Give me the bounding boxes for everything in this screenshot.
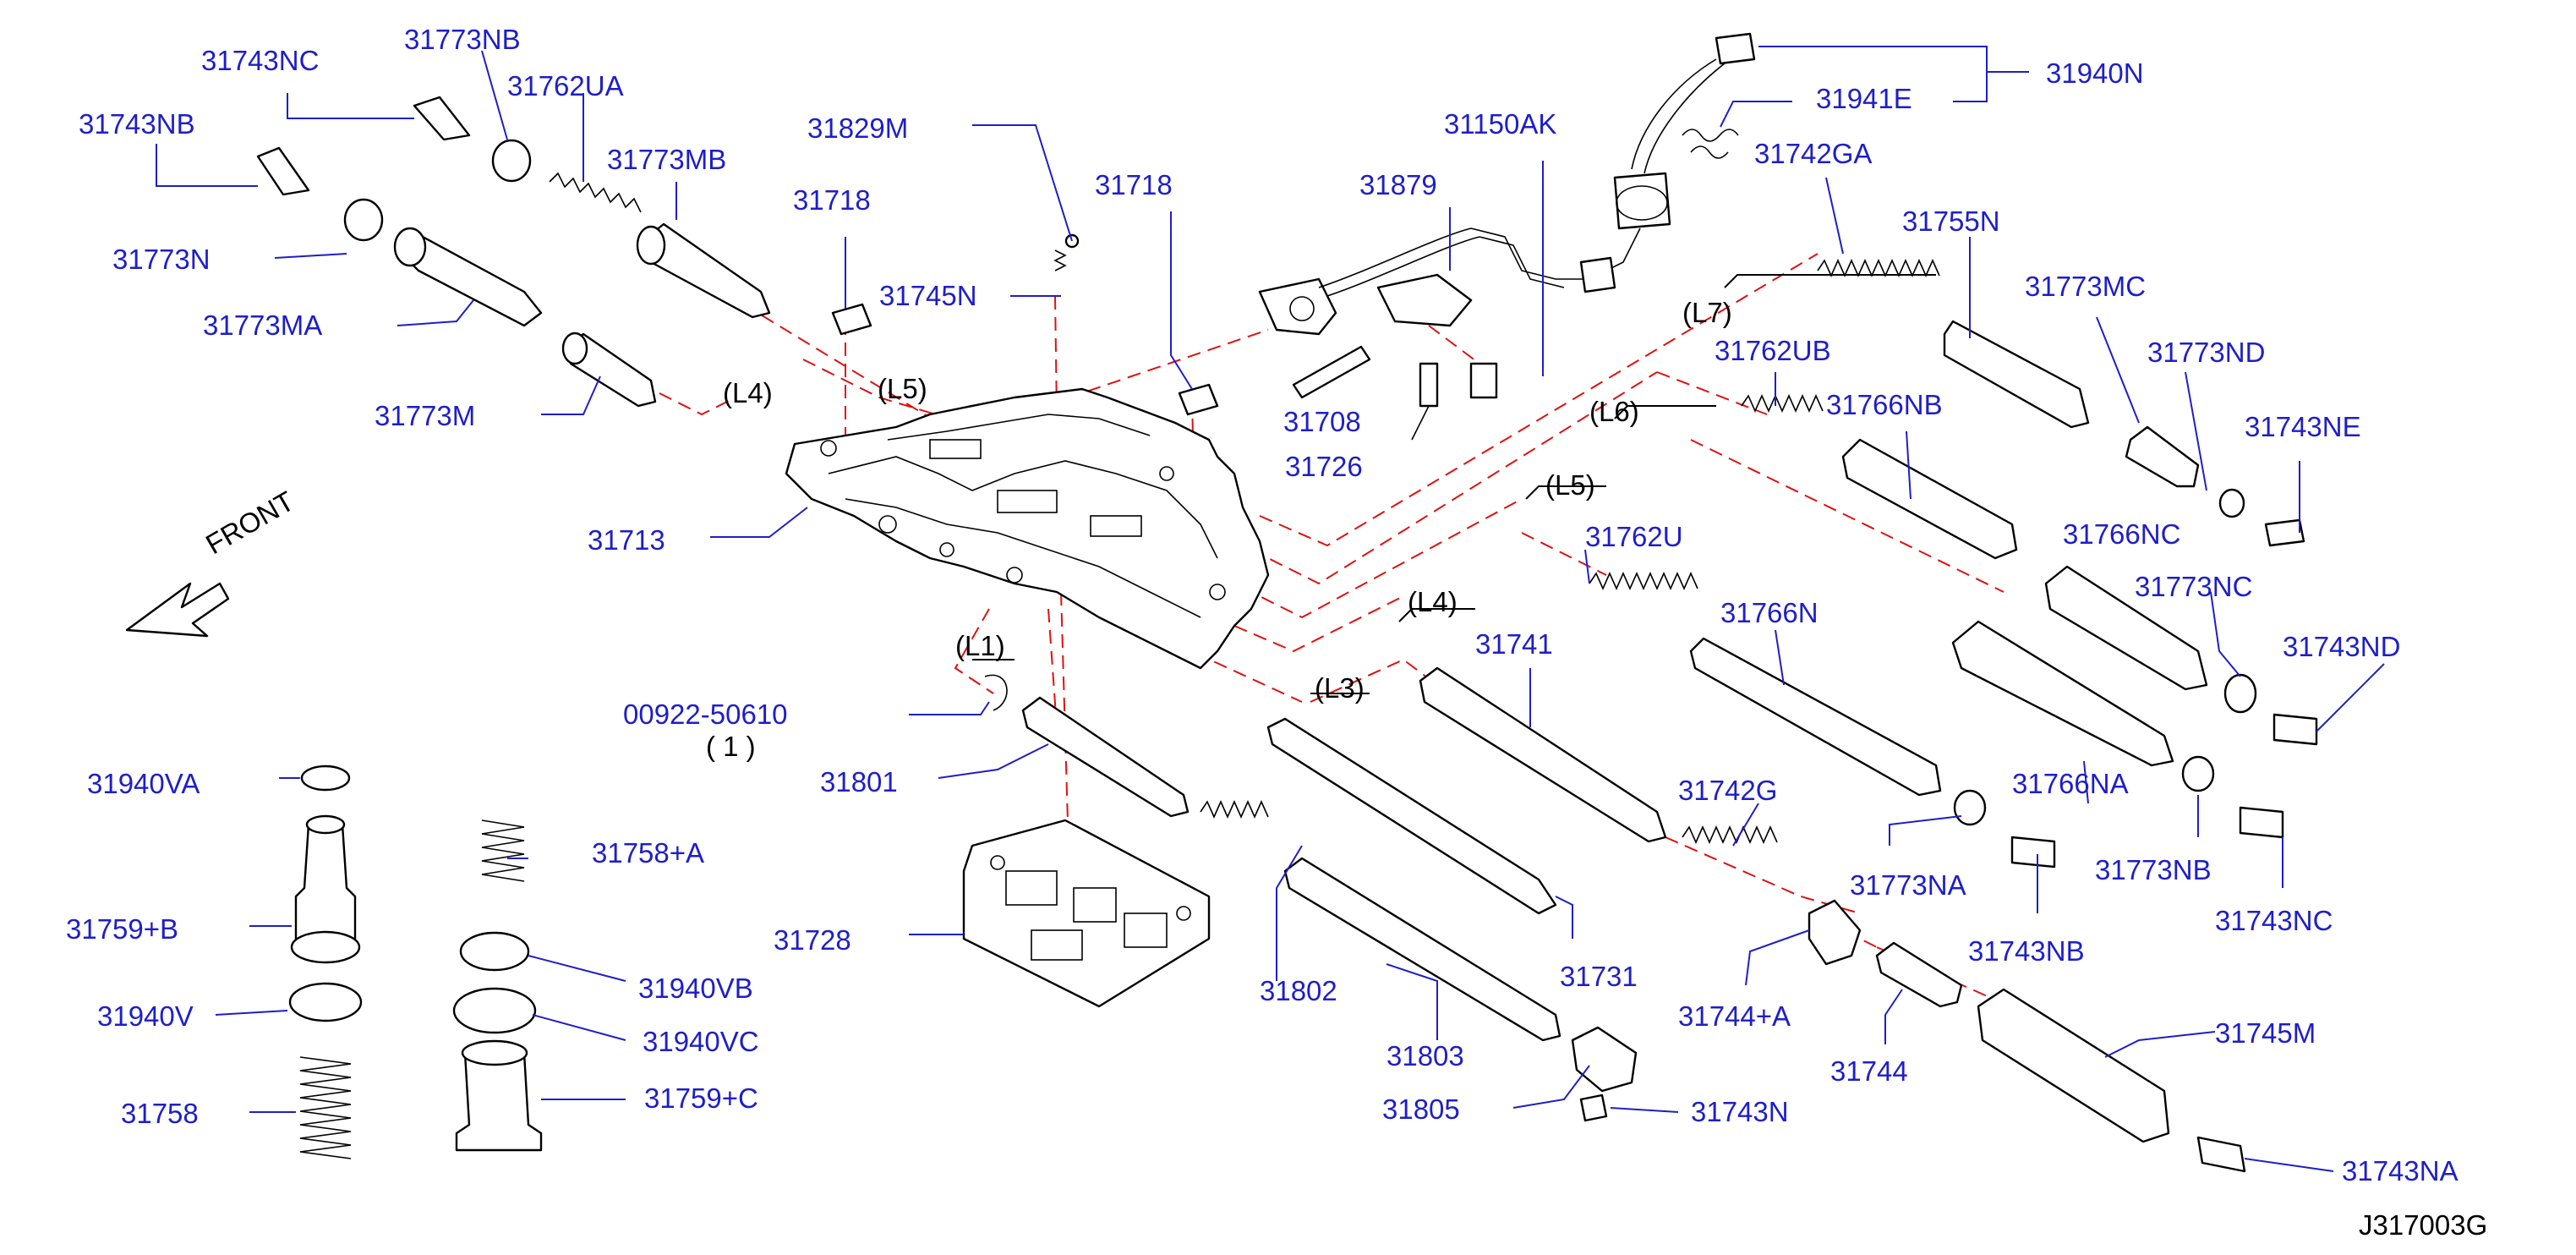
line-tag-l1: (L1) bbox=[955, 630, 1005, 661]
label-31744A: 31744+A bbox=[1678, 1000, 1791, 1032]
spools bbox=[256, 32, 2318, 1173]
label-31773MB: 31773MB bbox=[607, 144, 727, 175]
label-00922-50610: 00922-50610 bbox=[623, 699, 788, 730]
label-31713: 31713 bbox=[588, 524, 665, 556]
front-arrow-icon bbox=[125, 582, 230, 638]
label-31773MA: 31773MA bbox=[203, 310, 323, 341]
label-31743NE: 31743NE bbox=[2245, 411, 2361, 442]
route-l5-left bbox=[802, 359, 965, 424]
label-31743NB-right: 31743NB bbox=[1968, 935, 2085, 967]
route-31879 bbox=[1394, 299, 1480, 364]
route-31766nb bbox=[1690, 439, 2004, 593]
route-l5-right bbox=[1242, 498, 1523, 619]
label-31773ND: 31773ND bbox=[2147, 337, 2266, 368]
route-31745m bbox=[1825, 921, 1911, 965]
label-31743NA: 31743NA bbox=[2342, 1155, 2458, 1186]
label-31802: 31802 bbox=[1260, 975, 1337, 1006]
label-31758: 31758 bbox=[121, 1098, 199, 1129]
label-31743N: 31743N bbox=[1691, 1096, 1789, 1127]
label-31762U: 31762U bbox=[1585, 521, 1683, 552]
label-31801: 31801 bbox=[820, 766, 898, 797]
quantity-note: ( 1 ) bbox=[706, 731, 756, 762]
label-31773NB-right: 31773NB bbox=[2095, 854, 2212, 885]
route-l1 bbox=[954, 608, 994, 694]
label-31742GA: 31742GA bbox=[1754, 138, 1873, 169]
line-tag-l7: (L7) bbox=[1682, 297, 1732, 328]
label-31755N: 31755N bbox=[1902, 206, 2000, 237]
label-31731: 31731 bbox=[1560, 961, 1638, 992]
label-31741: 31741 bbox=[1475, 628, 1553, 660]
label-31718-right: 31718 bbox=[1095, 169, 1173, 200]
label-31745N: 31745N bbox=[879, 280, 977, 311]
label-31759C: 31759+C bbox=[644, 1082, 758, 1114]
label-31758A: 31758+A bbox=[592, 837, 705, 869]
route-l4-left bbox=[659, 392, 736, 416]
label-31940V: 31940V bbox=[97, 1000, 194, 1032]
label-31718-left: 31718 bbox=[793, 184, 871, 216]
label-31805: 31805 bbox=[1382, 1093, 1460, 1125]
label-31743ND: 31743ND bbox=[2283, 631, 2401, 662]
line-tag-l5-right: (L5) bbox=[1545, 469, 1595, 501]
label-31941E: 31941E bbox=[1816, 83, 1912, 114]
label-31743NB-left: 31743NB bbox=[79, 108, 195, 140]
label-31745M: 31745M bbox=[2215, 1017, 2316, 1049]
label-31766NC: 31766NC bbox=[2063, 518, 2181, 550]
label-31708: 31708 bbox=[1283, 406, 1361, 437]
leader-lines bbox=[156, 46, 2385, 1172]
label-31744: 31744 bbox=[1830, 1055, 1908, 1087]
route-l6 bbox=[1250, 371, 1658, 585]
label-31773NA: 31773NA bbox=[1850, 869, 1966, 901]
route-l7 bbox=[1259, 253, 1819, 547]
label-31940VA: 31940VA bbox=[87, 768, 200, 799]
label-31773NB-top: 31773NB bbox=[404, 24, 521, 55]
route-l4-right bbox=[1233, 595, 1404, 653]
line-tag-l4-left: (L4) bbox=[723, 377, 773, 408]
label-31773NC: 31773NC bbox=[2135, 571, 2253, 602]
route-31762u bbox=[1521, 532, 1607, 576]
label-31762UA: 31762UA bbox=[507, 70, 624, 101]
separator-plate-31728 bbox=[962, 819, 1211, 1008]
label-31829M: 31829M bbox=[807, 112, 909, 144]
label-31766NB: 31766NB bbox=[1826, 389, 1943, 420]
label-31762UB: 31762UB bbox=[1715, 335, 1831, 366]
label-31773M: 31773M bbox=[375, 400, 476, 431]
route-31742g bbox=[1665, 836, 1861, 914]
label-31803: 31803 bbox=[1386, 1040, 1464, 1071]
label-31940N: 31940N bbox=[2046, 58, 2144, 89]
route-31762ub bbox=[1656, 371, 1768, 415]
line-tag-l3: (L3) bbox=[1315, 672, 1365, 704]
label-31742G: 31742G bbox=[1678, 775, 1778, 806]
label-31773N: 31773N bbox=[112, 244, 211, 275]
label-31743NC-top: 31743NC bbox=[201, 45, 320, 76]
label-31743NC-right: 31743NC bbox=[2215, 905, 2333, 936]
label-31940VB: 31940VB bbox=[638, 973, 753, 1004]
line-tag-l4-right: (L4) bbox=[1408, 586, 1458, 617]
label-31773MC: 31773MC bbox=[2025, 271, 2147, 302]
line-tag-connectors bbox=[972, 274, 1936, 694]
valve-body-31713 bbox=[785, 387, 1270, 670]
line-tag-l6: (L6) bbox=[1589, 396, 1639, 427]
label-31766N: 31766N bbox=[1720, 597, 1819, 628]
line-tag-l5-left: (L5) bbox=[878, 373, 927, 404]
label-31766NA: 31766NA bbox=[2012, 768, 2129, 799]
label-31759B: 31759+B bbox=[66, 913, 179, 945]
label-31150AK: 31150AK bbox=[1444, 108, 1557, 140]
label-31940VC: 31940VC bbox=[643, 1026, 759, 1057]
label-31728: 31728 bbox=[774, 924, 851, 956]
diagram-code: J317003G bbox=[2359, 1209, 2488, 1241]
label-31879: 31879 bbox=[1359, 169, 1437, 200]
label-31726: 31726 bbox=[1285, 451, 1363, 482]
